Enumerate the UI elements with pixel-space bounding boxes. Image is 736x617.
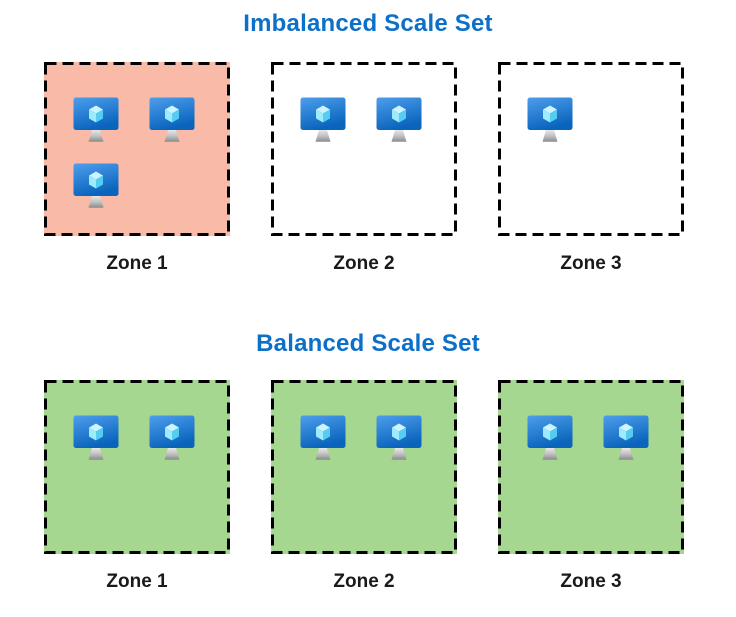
zone-dashed-border <box>498 62 684 236</box>
availability-zone: Zone 2 <box>271 62 457 275</box>
vm-monitor-glyph <box>376 415 422 460</box>
vm-monitor-glyph <box>603 415 649 460</box>
zones-row: Zone 1 Zone 2 <box>0 380 736 593</box>
virtual-machine-icon <box>376 415 422 463</box>
section-title: Imbalanced Scale Set <box>243 10 493 37</box>
zone-dashed-border <box>44 380 230 554</box>
zone-box <box>271 380 457 554</box>
section-title: Balanced Scale Set <box>256 330 480 357</box>
virtual-machine-icon <box>603 415 649 463</box>
zone-label: Zone 3 <box>560 571 622 592</box>
vm-monitor-glyph <box>527 415 573 460</box>
vm-monitor-glyph <box>376 97 422 142</box>
availability-zone: Zone 2 <box>271 380 457 593</box>
zone-label: Zone 2 <box>333 571 395 592</box>
virtual-machine-icon <box>527 97 573 145</box>
vm-monitor-glyph <box>300 97 346 142</box>
virtual-machine-icon <box>73 415 119 463</box>
zone-label: Zone 3 <box>560 253 622 274</box>
zone-box <box>271 62 457 236</box>
vm-monitor-glyph <box>149 97 195 142</box>
zone-box <box>44 380 230 554</box>
zone-box <box>44 62 230 236</box>
availability-zone: Zone 1 <box>44 62 230 275</box>
vm-monitor-glyph <box>73 97 119 142</box>
virtual-machine-icon <box>73 163 119 211</box>
virtual-machine-icon <box>149 415 195 463</box>
zone-dashed-border <box>271 62 457 236</box>
zone-dashed-border <box>271 380 457 554</box>
scale-set-section: Imbalanced Scale Set <box>0 0 736 275</box>
zone-label: Zone 2 <box>333 253 395 274</box>
zone-box <box>498 62 684 236</box>
virtual-machine-icon <box>300 97 346 145</box>
vm-monitor-glyph <box>73 163 119 208</box>
zone-dashed-border <box>498 380 684 554</box>
zone-dashed-border <box>44 62 230 236</box>
zone-box <box>498 380 684 554</box>
virtual-machine-icon <box>300 415 346 463</box>
virtual-machine-icon <box>376 97 422 145</box>
vm-monitor-glyph <box>73 415 119 460</box>
vm-monitor-glyph <box>149 415 195 460</box>
virtual-machine-icon <box>73 97 119 145</box>
virtual-machine-icon <box>149 97 195 145</box>
zones-row: Zone 1 Zone 2 <box>0 62 736 275</box>
availability-zone: Zone 3 <box>498 62 684 275</box>
zone-label: Zone 1 <box>106 253 168 274</box>
zone-label: Zone 1 <box>106 571 168 592</box>
availability-zone: Zone 3 <box>498 380 684 593</box>
vm-monitor-glyph <box>527 97 573 142</box>
virtual-machine-icon <box>527 415 573 463</box>
availability-zone: Zone 1 <box>44 380 230 593</box>
scale-set-section: Balanced Scale Set Zone 1 <box>0 275 736 593</box>
vm-monitor-glyph <box>300 415 346 460</box>
